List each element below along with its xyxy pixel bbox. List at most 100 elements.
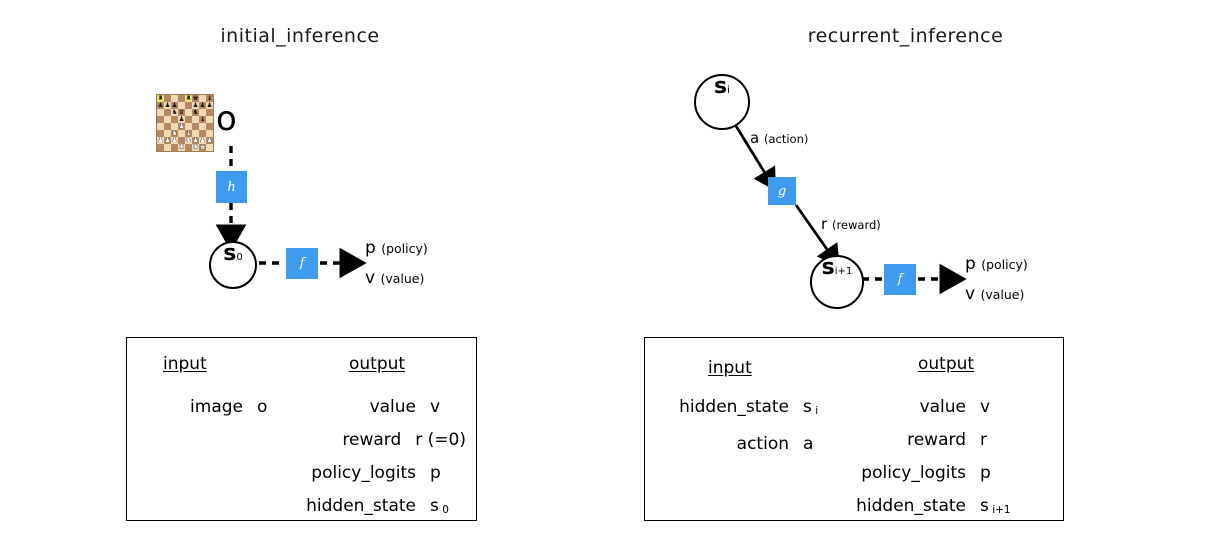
output-policy-recurrent: p (policy) bbox=[965, 254, 1028, 275]
table-row-value: s i+1 bbox=[980, 496, 1011, 516]
function-box-g-label: g bbox=[777, 183, 787, 199]
output-policy-recurrent-symbol: p bbox=[965, 254, 976, 274]
board-square bbox=[178, 130, 185, 137]
node-s0-symbol: s bbox=[223, 241, 237, 266]
function-box-f[interactable]: f bbox=[286, 248, 318, 279]
table-header-output-recurrent: output bbox=[918, 354, 975, 374]
board-square: ♟ bbox=[171, 137, 178, 144]
board-square bbox=[199, 109, 206, 116]
board-square: ♟ bbox=[206, 102, 213, 109]
board-square: ♟ bbox=[157, 102, 164, 109]
table-row: hidden_state s i+1 bbox=[840, 490, 1030, 527]
chess-board-observation: ♜♜♚♝♟♟♟♟♟♟♞♛♞♟♝♟♞♝♟♟♟♞♟♟♟♜♜♚ bbox=[156, 94, 214, 152]
board-square: ♜ bbox=[192, 144, 199, 151]
board-piece: ♝ bbox=[199, 115, 206, 124]
board-square: ♟ bbox=[178, 123, 185, 130]
table-row-value: v bbox=[980, 397, 991, 417]
board-square bbox=[185, 144, 192, 151]
board-square bbox=[157, 109, 164, 116]
board-square: ♝ bbox=[199, 116, 206, 123]
table-row-name: hidden_state bbox=[856, 496, 966, 516]
table-header-input-recurrent: input bbox=[708, 358, 752, 378]
board-square bbox=[157, 144, 164, 151]
table-row-value: a bbox=[803, 434, 814, 454]
board-piece: ♞ bbox=[192, 108, 199, 117]
board-square bbox=[206, 144, 213, 151]
function-box-g[interactable]: g bbox=[768, 177, 796, 205]
board-square: ♞ bbox=[171, 130, 178, 137]
function-box-f-recurrent[interactable]: f bbox=[884, 264, 916, 295]
board-square bbox=[171, 123, 178, 130]
board-square: ♞ bbox=[185, 137, 192, 144]
table-row-value: o bbox=[257, 397, 268, 417]
board-piece: ♞ bbox=[171, 129, 178, 138]
function-box-h[interactable]: h bbox=[216, 171, 247, 203]
output-value-symbol: v bbox=[365, 268, 376, 288]
board-square bbox=[164, 95, 171, 102]
board-square: ♟ bbox=[199, 137, 206, 144]
node-si-plus-1-symbol: s bbox=[821, 255, 835, 280]
table-row-name: reward bbox=[342, 430, 402, 450]
output-value-initial: v (value) bbox=[365, 268, 424, 289]
board-square bbox=[157, 116, 164, 123]
board-square: ♜ bbox=[157, 95, 164, 102]
output-policy-initial: p (policy) bbox=[365, 238, 428, 259]
board-square bbox=[199, 95, 206, 102]
board-piece: ♞ bbox=[171, 108, 178, 117]
output-policy-desc: (policy) bbox=[381, 241, 428, 256]
table-row-name: policy_logits bbox=[311, 463, 416, 483]
table-row-name: action bbox=[736, 434, 789, 454]
board-piece: ♟ bbox=[199, 101, 206, 110]
board-piece: ♟ bbox=[164, 136, 171, 145]
board-piece: ♟ bbox=[192, 136, 199, 145]
board-square bbox=[178, 102, 185, 109]
edge-label-action: a (action) bbox=[750, 129, 808, 147]
board-piece: ♝ bbox=[206, 94, 213, 103]
board-square: ♞ bbox=[171, 109, 178, 116]
board-square: ♞ bbox=[192, 109, 199, 116]
board-piece: ♜ bbox=[192, 143, 199, 152]
board-piece: ♟ bbox=[171, 101, 178, 110]
function-box-f-recurrent-label: f bbox=[897, 272, 903, 287]
edge-label-reward: r (reward) bbox=[821, 215, 881, 233]
board-square: ♜ bbox=[178, 144, 185, 151]
board-square bbox=[171, 116, 178, 123]
table-header-output: output bbox=[349, 354, 406, 374]
table-row-name: image bbox=[190, 397, 243, 417]
board-square bbox=[164, 130, 171, 137]
function-box-f-label: f bbox=[299, 256, 305, 271]
table-row-name: hidden_state bbox=[306, 496, 416, 516]
table-row-value-subscript: 0 bbox=[438, 504, 449, 516]
board-square bbox=[178, 95, 185, 102]
board-piece: ♟ bbox=[206, 136, 213, 145]
board-square bbox=[192, 130, 199, 137]
board-square: ♚ bbox=[199, 144, 206, 151]
board-piece: ♟ bbox=[178, 122, 185, 131]
board-piece: ♟ bbox=[178, 115, 185, 124]
board-square bbox=[199, 130, 206, 137]
board-square: ♟ bbox=[157, 137, 164, 144]
board-square: ♟ bbox=[164, 137, 171, 144]
edge-label-reward-symbol: r bbox=[821, 215, 828, 233]
table-row-name: value bbox=[919, 397, 966, 417]
table-row: reward r (=0) bbox=[290, 424, 466, 457]
board-square bbox=[206, 123, 213, 130]
observation-label: o bbox=[216, 99, 237, 139]
edge-label-action-desc: (action) bbox=[763, 132, 809, 146]
table-row-value: r (=0) bbox=[415, 430, 466, 450]
output-value-recurrent-symbol: v bbox=[965, 284, 976, 304]
table-row-value: s i bbox=[803, 397, 819, 417]
